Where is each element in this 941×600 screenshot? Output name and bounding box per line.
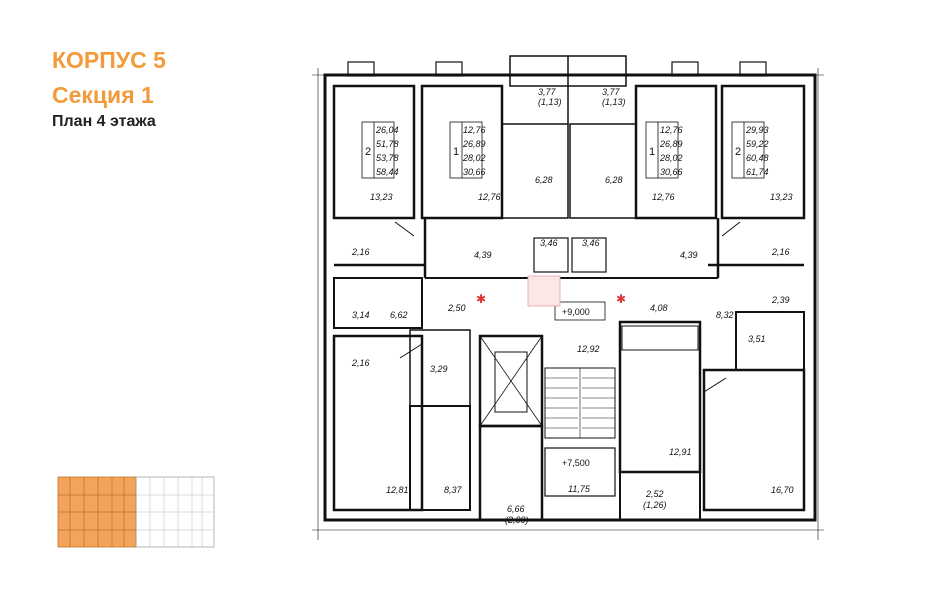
- room-area: 12,76: [652, 192, 675, 202]
- room-area: (1,13): [602, 97, 626, 107]
- room-area: 2,16: [771, 247, 790, 257]
- section-title: Секция 1: [52, 82, 154, 108]
- apartment-2-area-4: 30,66: [463, 167, 486, 177]
- elevation-label: +9,000: [562, 307, 590, 317]
- apartment-2-rooms: 1: [453, 146, 459, 158]
- room-area: 12,76: [478, 192, 501, 202]
- room-area: 2,50: [447, 303, 466, 313]
- apartment-3-rooms: 1: [649, 146, 655, 158]
- apartment-1-area-3: 53,78: [376, 153, 399, 163]
- apartment-2-area-2: 26,89: [462, 139, 486, 149]
- room-area: 16,70: [771, 485, 794, 495]
- room-area: 3,77: [602, 87, 621, 97]
- apartment-2-area-1: 12,76: [463, 125, 486, 135]
- key-plan[interactable]: [57, 476, 215, 548]
- apartment-3-area-4: 30,66: [660, 167, 683, 177]
- room-area: 12,81: [386, 485, 409, 495]
- elevation-label: +7,500: [562, 458, 590, 468]
- smoke-detector-icon: ✱: [616, 292, 626, 306]
- room-area: 8,32: [716, 310, 734, 320]
- room-area: (1,13): [538, 97, 562, 107]
- apartment-4-area-1: 29,93: [745, 125, 769, 135]
- apartment-4-area-4: 61,74: [746, 167, 769, 177]
- apartment-3-area-3: 28,02: [659, 153, 683, 163]
- room-area: 3,77: [538, 87, 557, 97]
- room-area: 3,46: [540, 238, 558, 248]
- room-area: 3,51: [748, 334, 766, 344]
- apartment-1-area-4: 58,44: [376, 167, 399, 177]
- apartment-2-area-3: 28,02: [462, 153, 486, 163]
- room-area: 3,46: [582, 238, 600, 248]
- room-area: 4,08: [650, 303, 668, 313]
- apartment-1-rooms: 2: [365, 146, 371, 158]
- room-area: 13,23: [370, 192, 393, 202]
- room-area: 3,29: [430, 364, 448, 374]
- room-area: 2,16: [351, 358, 370, 368]
- room-area: 4,39: [474, 250, 492, 260]
- room-area: 8,37: [444, 485, 463, 495]
- apartment-1-area-1: 26,04: [375, 125, 399, 135]
- room-area: 12,91: [669, 447, 692, 457]
- apartment-4-area-3: 60,48: [746, 153, 769, 163]
- utility-shaft-marker: [527, 275, 561, 307]
- room-area: 4,39: [680, 250, 698, 260]
- smoke-detector-icon: ✱: [476, 292, 486, 306]
- room-area: 6,28: [535, 175, 553, 185]
- room-area: 12,92: [577, 344, 600, 354]
- room-area: (1,26): [643, 500, 667, 510]
- apartment-1-area-2: 51,78: [376, 139, 399, 149]
- building-title: КОРПУС 5: [52, 47, 166, 73]
- apartment-3-area-1: 12,76: [660, 125, 683, 135]
- floor-plan-title: План 4 этажа: [52, 113, 156, 130]
- room-area: 6,62: [390, 310, 408, 320]
- room-area: 13,23: [770, 192, 793, 202]
- room-area: 2,39: [771, 295, 790, 305]
- room-area: 2,52: [645, 489, 664, 499]
- room-area: 3,14: [352, 310, 370, 320]
- room-area: (2,00): [505, 515, 529, 525]
- apartment-4-rooms: 2: [735, 146, 741, 158]
- room-area: 6,28: [605, 175, 623, 185]
- room-area: 6,66: [507, 504, 525, 514]
- apartment-4-area-2: 59,22: [746, 139, 769, 149]
- room-area: 2,16: [351, 247, 370, 257]
- walls: [312, 55, 824, 540]
- room-area: 11,75: [568, 484, 591, 494]
- apartment-3-area-2: 26,89: [659, 139, 683, 149]
